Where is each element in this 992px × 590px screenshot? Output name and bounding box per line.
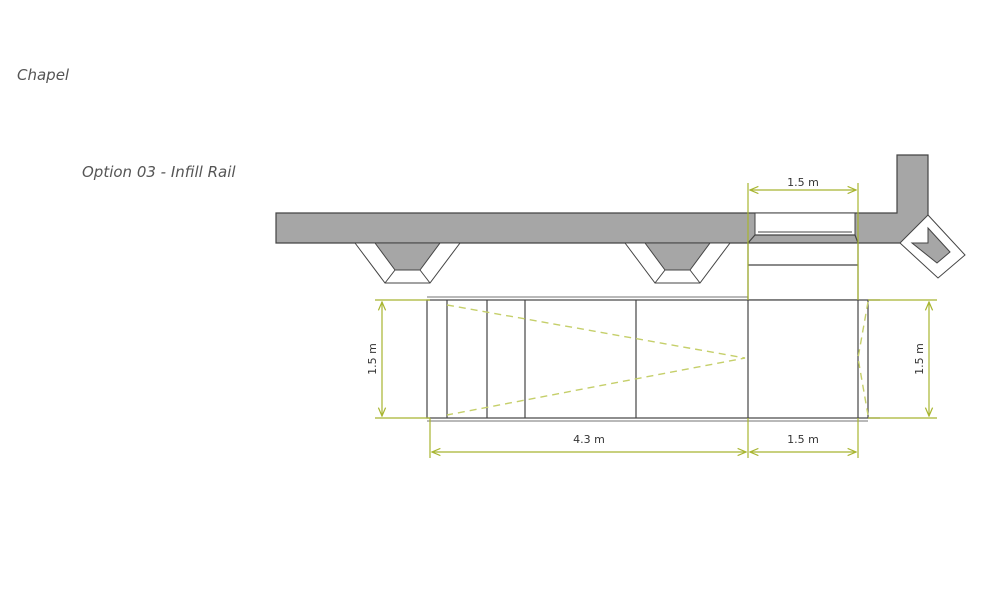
lift-shaft [747,234,859,301]
dimension-bottom-width-label: 1.5 m [787,433,819,446]
ceiling-beam [354,242,461,284]
infill-rail [426,296,880,422]
dimension-top-label: 1.5 m [787,176,819,189]
dimension-left-label: 1.5 m [366,343,379,375]
option-label: Option 03 - Infill Rail [82,163,236,181]
dimension-bottom-length-label: 4.3 m [573,433,605,446]
dimension-right-label: 1.5 m [913,343,926,375]
ceiling-beam [624,242,731,284]
drawing-title: Chapel [17,66,70,84]
ceiling-beam [899,214,966,279]
sight-lines [446,301,869,416]
